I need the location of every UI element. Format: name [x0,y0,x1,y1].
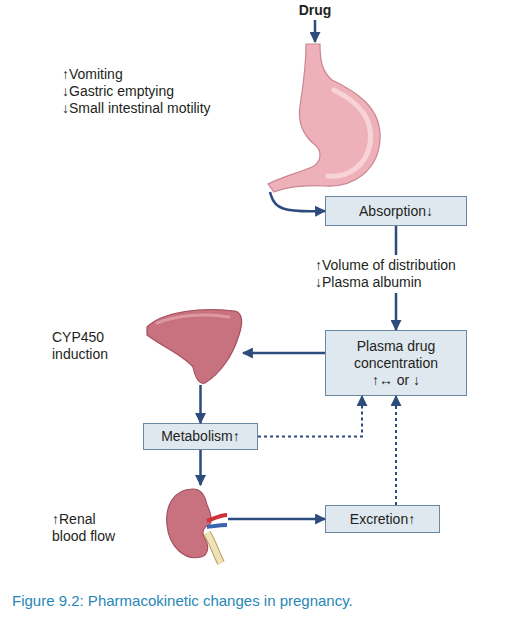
input-label: Drug [290,2,340,19]
box-text: Plasma drug concentration ↑↔ or ↓ [347,338,445,389]
flow-arrow [270,192,325,211]
flow-arrow [243,352,325,355]
ureter-outline [207,533,221,563]
liver-node: CYP450 induction [143,305,243,385]
liver-outline [147,310,242,384]
figure-caption: Figure 9.2: Pharmacokinetic changes in p… [12,592,353,610]
process-box: Absorption↓ [325,196,467,226]
organ-annotation: CYP450 induction [52,329,122,363]
kidney-outline [167,489,211,558]
liver-illustration [147,310,242,384]
drug-intake-arrow [314,20,317,42]
kidney-node: ↑Renal blood flow [163,485,228,563]
stomach-outline [268,44,380,192]
edge-label: ↑Volume of distribution ↓Plasma albumin [315,255,487,293]
organ-annotation: ↑Renal blood flow [52,511,122,545]
flow-arrow [199,450,202,485]
flow-arrow [199,385,202,423]
renal-artery [207,515,227,521]
organ-annotation: ↓Gastric emptying [62,83,262,100]
process-box: Plasma drug concentration ↑↔ or ↓ [325,330,467,396]
liver-highlight [157,315,229,323]
organ-annotation: ↓Small intestinal motility [62,100,262,117]
process-box: Excretion↑ [325,505,440,533]
kidney-illustration [167,489,227,563]
flow-arrow [228,518,325,521]
box-text: Excretion↑ [350,511,415,528]
feedback-connector [258,396,362,437]
stomach-node: ↑Vomiting↓Gastric emptying↓Small intesti… [262,20,387,192]
stomach-illustration [268,44,380,192]
box-text: Metabolism↑ [161,428,240,445]
box-text: Absorption↓ [359,203,433,220]
ureter [207,533,221,563]
process-box: Metabolism↑ [143,423,258,450]
renal-vein [207,525,227,527]
feedback-connector [395,396,397,505]
organ-annotation: ↑Vomiting [62,66,262,83]
stomach-highlight [328,90,371,176]
